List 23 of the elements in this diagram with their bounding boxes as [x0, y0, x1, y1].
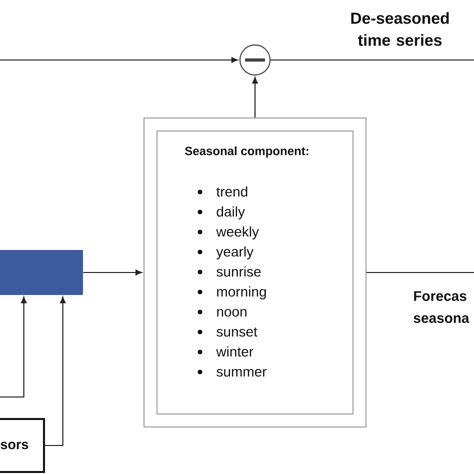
- process-box: [0, 250, 83, 295]
- edge-label: De-seasoned time series: [351, 12, 449, 46]
- arrow: [83, 270, 142, 276]
- list-item: daily: [216, 206, 245, 220]
- list-item: winter: [216, 346, 254, 357]
- arrow: [0, 296, 27, 398]
- list-item: noon: [217, 308, 246, 317]
- list-item: sunset: [216, 327, 258, 337]
- list-item: sunrise: [216, 266, 261, 277]
- list-item: summer: [216, 368, 267, 377]
- arrow: [44, 296, 66, 446]
- list-item: morning: [217, 286, 266, 300]
- connector-line: [270, 59, 474, 61]
- minus-circle: [239, 44, 271, 76]
- panel-heading: Seasonal component:: [185, 146, 308, 158]
- list-item: weekly: [216, 226, 259, 240]
- arrow: [0, 57, 238, 63]
- arrow: [252, 77, 258, 118]
- connector-line: [366, 272, 474, 274]
- list-item: trend: [216, 186, 248, 197]
- edge-label: Forecas seasona: [414, 291, 470, 323]
- process-box: sors: [0, 418, 45, 473]
- list-item: yearly: [216, 246, 254, 260]
